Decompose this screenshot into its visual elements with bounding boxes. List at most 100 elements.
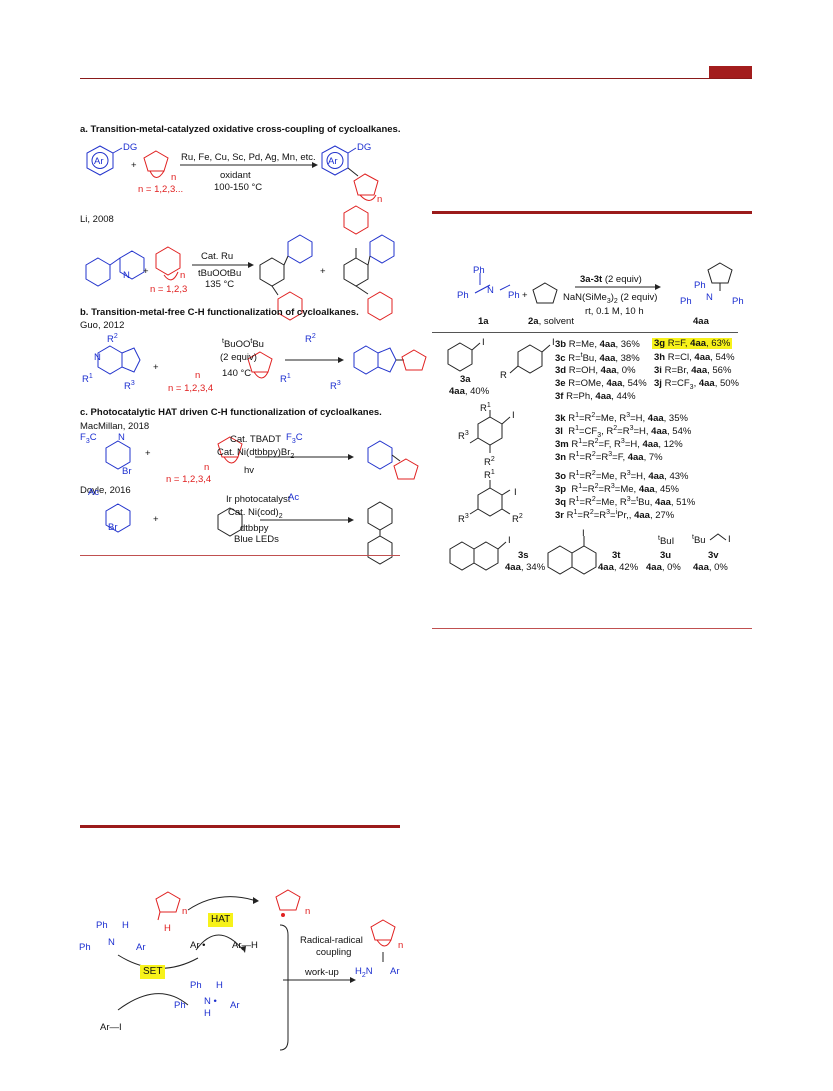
scheme-guo: [97, 345, 427, 379]
entry-3g-highlighted: 3g R=F, 4aa, 63%: [652, 338, 733, 350]
entry-3j: 3j R=CF3, 4aa, 50%: [654, 378, 739, 391]
doyle-reference: Doyle, 2016: [80, 485, 131, 496]
label-3v: 3v: [708, 550, 719, 561]
mac-prod-cf3: F3C: [286, 432, 303, 445]
label-3a: 3a: [460, 374, 471, 385]
table-plus: +: [522, 290, 528, 301]
label-2a: 2a, solvent: [528, 316, 574, 327]
guo-n-label: n: [195, 370, 201, 381]
section-a-title: a. Transition-metal-catalyzed oxidative …: [80, 124, 401, 135]
guo-cond-equiv: (2 equiv): [220, 352, 257, 363]
guo-cond-oxidant: tBuOOtBu: [222, 338, 264, 351]
mech-coupling-1: Radical-radical: [300, 935, 363, 946]
mac-n-label: n: [204, 462, 210, 473]
yield-3t: 4aa, 42%: [598, 562, 639, 573]
guo-prod-r1: R1: [280, 373, 291, 386]
conditions-metals: Ru, Fe, Cu, Sc, Pd, Ag, Mn, etc.: [181, 152, 316, 163]
plus-sign: +: [131, 160, 137, 171]
mech-int-n: N •: [204, 996, 217, 1007]
doyle-cond-light: Blue LEDs: [234, 534, 279, 545]
li-plus-products: +: [320, 266, 326, 277]
table-n: N: [487, 285, 494, 296]
mech-ar-h: Ar—H: [232, 940, 258, 951]
left-bottom-rule: [80, 555, 400, 556]
product-n-label: n: [377, 194, 383, 205]
doyle-ac: Ac: [88, 487, 100, 498]
guo-n-top: N: [94, 352, 101, 363]
table-ph-a: Ph: [473, 265, 485, 276]
row4-iodo-s: I: [508, 535, 511, 546]
doyle-br: Br: [108, 522, 118, 533]
section-c-title: c. Photocatalytic HAT driven C-H functio…: [80, 407, 382, 418]
doyle-plus: +: [153, 514, 159, 525]
label-3s: 3s: [518, 550, 529, 561]
product-ar-label: Ar: [328, 156, 338, 167]
scheme-li: [85, 205, 395, 321]
table-prod-n: N: [706, 292, 713, 303]
row3-r1: R1: [484, 469, 495, 482]
table-reaction: [474, 262, 733, 304]
mech-h-red: H: [164, 923, 171, 934]
row1-iodo-a: I: [482, 337, 485, 348]
table-reagent-top: 3a-3t (2 equiv): [580, 274, 642, 285]
tbui-label: tBuI: [658, 535, 675, 548]
mech-ar-radical: Ar •: [190, 940, 206, 951]
table-ph-b: Ph: [457, 290, 469, 301]
mech-prod-ar: Ar: [390, 966, 400, 977]
mech-ph-left: Ph: [79, 942, 91, 953]
set-badge: SET: [140, 965, 166, 979]
mech-ph-top: Ph: [96, 920, 108, 931]
doyle-cond-ligand: dtbbpy: [240, 523, 269, 534]
li-reference: Li, 2008: [80, 214, 114, 225]
table-reagent-mid: NaN(SiMe3)2 (2 equiv): [563, 292, 658, 305]
entry-3q: 3q R1=R2=Me, R3=tBu, 4aa, 51%: [555, 496, 696, 509]
li-cond-oxidant: tBuOOtBu: [198, 268, 242, 279]
entry-3k: 3k R1=R2=Me, R3=H, 4aa, 35%: [555, 412, 688, 425]
entry-3e: 3e R=OMe, 4aa, 54%: [555, 378, 647, 389]
product-dg-label: DG: [357, 142, 372, 153]
row2-r1: R1: [480, 402, 491, 415]
entry-3d: 3d R=OH, 4aa, 0%: [555, 365, 636, 376]
mech-coupling-2: coupling: [316, 947, 352, 958]
row3-r3: R3: [458, 513, 469, 526]
mech-int-h2: H: [204, 1008, 211, 1019]
label-1a: 1a: [478, 316, 489, 327]
mac-cond-catalyst: Cat. TBADT: [230, 434, 282, 445]
mac-cond-light: hv: [244, 465, 255, 476]
n-values: n = 1,2,3...: [138, 184, 184, 195]
label-4aa: 4aa: [693, 316, 709, 327]
guo-prod-r3: R3: [330, 380, 341, 393]
mac-n-values: n = 1,2,3,4: [166, 474, 212, 485]
entry-3n: 3n R1=R2=R3=F, 4aa, 7%: [555, 451, 663, 464]
guo-r3: R3: [124, 380, 135, 393]
row2-structure: [469, 410, 511, 453]
table-prod-ph3: Ph: [732, 296, 744, 307]
row1-iodo-b: I: [552, 337, 555, 348]
li-cond-temp: 135 °C: [205, 279, 235, 290]
entry-3b: 3b R=Me, 4aa, 36%: [555, 339, 640, 350]
mac-cf3: F3C: [80, 432, 97, 445]
table-bottom-rule: [432, 628, 752, 629]
row1-r: R: [500, 370, 507, 381]
row4-iodo-t: I: [582, 528, 585, 539]
row2-r3: R3: [458, 430, 469, 443]
label-3t: 3t: [612, 550, 621, 561]
row3-r2: R2: [512, 513, 523, 526]
macmillan-reference: MacMillan, 2018: [80, 421, 150, 432]
scheme-a: [86, 145, 379, 201]
mech-n1: n: [182, 906, 188, 917]
mech-int-ph2: Ph: [174, 1000, 186, 1011]
mac-br: Br: [122, 466, 132, 477]
guo-plus: +: [153, 362, 159, 373]
mech-ar: Ar: [136, 942, 146, 953]
guo-cond-temp: 140 °C: [222, 368, 252, 379]
row3-structure: [469, 480, 511, 517]
entry-3h: 3h R=Cl, 4aa, 54%: [654, 352, 735, 363]
dg-label: DG: [123, 142, 138, 153]
table-divider: [432, 332, 738, 333]
entry-3i: 3i R=Br, 4aa, 56%: [654, 365, 732, 376]
table-top-rule: [432, 211, 752, 214]
ar-label: Ar: [94, 156, 104, 167]
guo-n-values: n = 1,2,3,4: [168, 383, 214, 394]
mech-n3: n: [398, 940, 404, 951]
